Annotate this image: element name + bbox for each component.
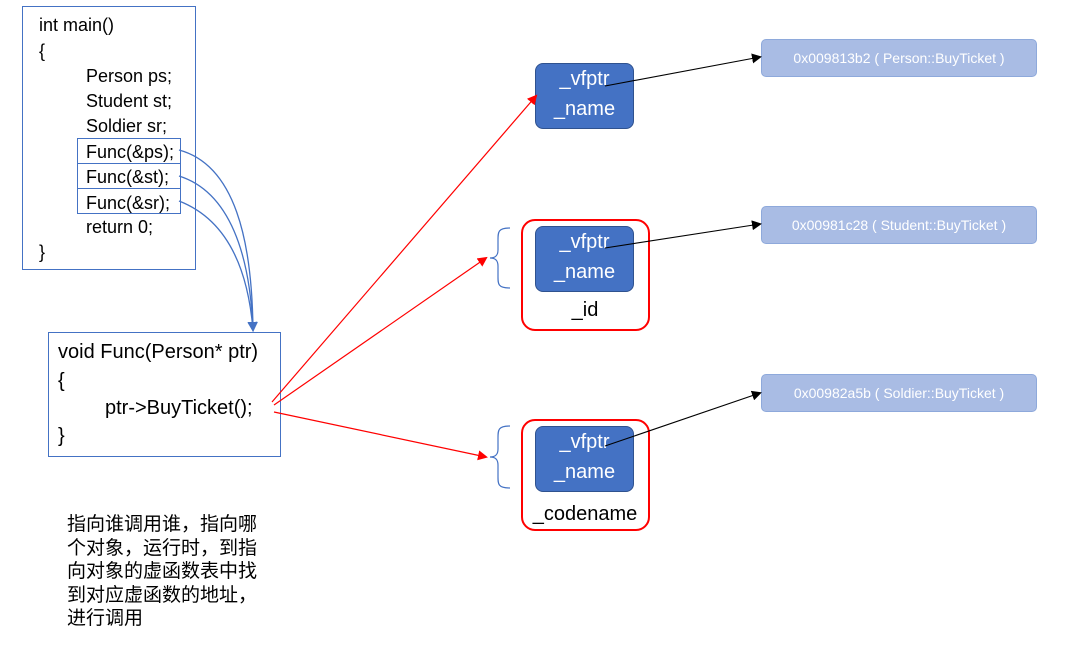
func-line: void Func(Person* ptr)	[58, 341, 259, 363]
main-line: {	[39, 41, 46, 61]
vptr-arrow-student	[604, 220, 762, 249]
func-line: {	[58, 370, 65, 392]
main-line: Soldier sr;	[86, 116, 168, 136]
main-line: Func(&st);	[86, 167, 170, 187]
main-line: Person ps;	[86, 66, 173, 86]
call-arrow-sr	[178, 200, 258, 332]
main-line: }	[39, 242, 46, 262]
func-code-box: void Func(Person* ptr) { ptr->BuyTicket(…	[48, 332, 281, 457]
person-vtable-entry: 0x009813b2 ( Person::BuyTicket )	[761, 39, 1037, 77]
id-member-label: _id	[571, 299, 599, 321]
main-line: int main()	[39, 15, 115, 35]
vfptr-field: _vfptr	[559, 231, 610, 253]
vfptr-field: _vfptr	[559, 68, 610, 90]
student-vtable-entry: 0x00981c28 ( Student::BuyTicket )	[761, 206, 1037, 244]
soldier-vtable-entry: 0x00982a5b ( Soldier::BuyTicket )	[761, 374, 1037, 412]
student-vptr-block: _vfptr _name	[535, 226, 634, 292]
explanation-note: 指向谁调用谁，指向哪 个对象，运行时，到指 向对象的虚函数表中找 到对应虚函数的…	[67, 514, 258, 629]
func-line: }	[58, 425, 65, 447]
name-field: _name	[553, 461, 616, 483]
dispatch-arrow-student	[273, 256, 488, 406]
main-line: return 0;	[86, 217, 154, 237]
soldier-object-outline	[521, 419, 650, 531]
vfptr-field: _vfptr	[559, 431, 610, 453]
call-arrow-ps	[178, 149, 258, 332]
dispatch-arrow-person	[271, 94, 538, 403]
soldier-vptr-block: _vfptr _name	[535, 426, 634, 492]
codename-member-label: _codename	[532, 503, 638, 525]
call-arrow-st	[178, 175, 258, 332]
name-field: _name	[553, 261, 616, 283]
student-object-outline	[521, 219, 650, 331]
person-vptr-block: _vfptr _name	[535, 63, 634, 129]
soldier-brace	[489, 425, 511, 489]
main-line: Func(&ps);	[86, 142, 175, 162]
student-brace	[489, 227, 511, 289]
vptr-arrow-person	[604, 53, 762, 87]
main-line: Student st;	[86, 91, 173, 111]
name-field: _name	[553, 98, 616, 120]
func-line: ptr->BuyTicket();	[105, 397, 253, 419]
main-line: Func(&sr);	[86, 193, 171, 213]
vptr-arrow-soldier	[604, 390, 762, 447]
dispatch-arrow-soldier	[273, 411, 488, 461]
